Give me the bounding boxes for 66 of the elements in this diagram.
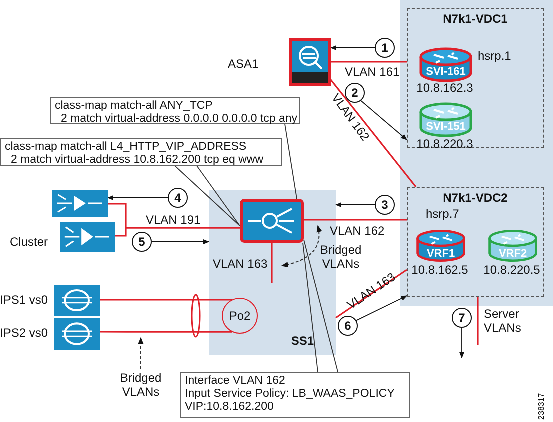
config-text: VIP:10.8.162.200: [185, 401, 275, 414]
group-title: N7k1-VDC2: [442, 192, 509, 206]
link-line: [477, 297, 479, 345]
config-note: [50, 97, 300, 124]
config-text: 2 match virtual-address 10.8.162.200 tcp eq www: [10, 154, 264, 167]
annotation-text: Bridged VLANs: [119, 372, 163, 400]
config-note: [180, 372, 410, 418]
config-text: 2 match virtual-address 0.0.0.0 0.0.0.0 tcp any: [60, 113, 295, 126]
config-text: Interface VLAN 162: [185, 375, 286, 388]
arrow: [330, 45, 376, 51]
link-line: [271, 243, 273, 283]
node-caption: 10.8.162.5: [410, 264, 470, 278]
link-line: [304, 219, 407, 221]
link-line: [330, 80, 417, 188]
annotation-text: Cluster: [10, 236, 48, 250]
edge-label: VLAN 162: [330, 225, 385, 239]
link-line: [331, 61, 407, 63]
node-caption: 10.8.220.5: [482, 264, 542, 278]
link-line: [115, 227, 240, 237]
group-box: [407, 187, 544, 297]
edge-label: VLAN 161: [345, 66, 400, 80]
edge-label: VLAN 163: [213, 258, 268, 272]
step-number: 6: [338, 316, 358, 336]
node-caption: 10.8.162.3: [416, 82, 474, 96]
appliance-icon: [60, 222, 115, 252]
arrow: [335, 202, 376, 208]
device-label: ASA1: [228, 58, 259, 72]
panel-title: SS1: [291, 335, 314, 349]
arrow: [107, 195, 168, 201]
step-number: 5: [132, 232, 152, 252]
node-caption: 10.8.220.3: [416, 138, 474, 152]
appliance-icon: [52, 190, 108, 217]
device-label: IPS1 vs0: [0, 294, 48, 308]
arrow: [356, 296, 408, 322]
router-label: VRF2: [498, 248, 528, 261]
edge-label: VLAN 191: [146, 214, 201, 228]
router-label: VRF1: [426, 248, 456, 261]
leader-line: [174, 166, 240, 226]
router-label: SVI-161: [425, 66, 467, 79]
figure-number: 238317: [536, 393, 546, 420]
router-label: SVI-151: [425, 121, 467, 134]
annotation-text: Bridged VLANs: [319, 244, 363, 272]
step-number: 3: [375, 195, 395, 215]
port-channel-circle: Po2: [222, 298, 258, 334]
step-number: 1: [375, 38, 395, 58]
config-note: [0, 138, 282, 166]
step-number: 4: [168, 188, 188, 208]
node-caption: hsrp.1: [478, 50, 512, 64]
step-number: 7: [452, 308, 472, 328]
arrow: [152, 239, 210, 245]
group-title: N7k1-VDC1: [442, 13, 509, 27]
node-caption: hsrp.7: [426, 208, 460, 222]
config-text: class-map match-all ANY_TCP: [55, 100, 214, 113]
edge-label: Server VLANs: [484, 308, 522, 336]
config-text: class-map match-all L4_HTTP_VIP_ADDRESS: [5, 141, 248, 154]
group-box: [407, 8, 544, 148]
arrow: [459, 328, 465, 359]
leader-line: [284, 124, 298, 200]
leader-line: [302, 240, 338, 372]
link-line: [336, 269, 408, 319]
config-text: Input Service Policy: LB_WAAS_POLICY: [185, 388, 396, 401]
load-balancer-icon: [240, 199, 304, 243]
link-line: [100, 299, 232, 301]
device-label: IPS2 vs0: [0, 327, 48, 341]
link-line: [100, 331, 232, 333]
arrow: [360, 100, 408, 140]
